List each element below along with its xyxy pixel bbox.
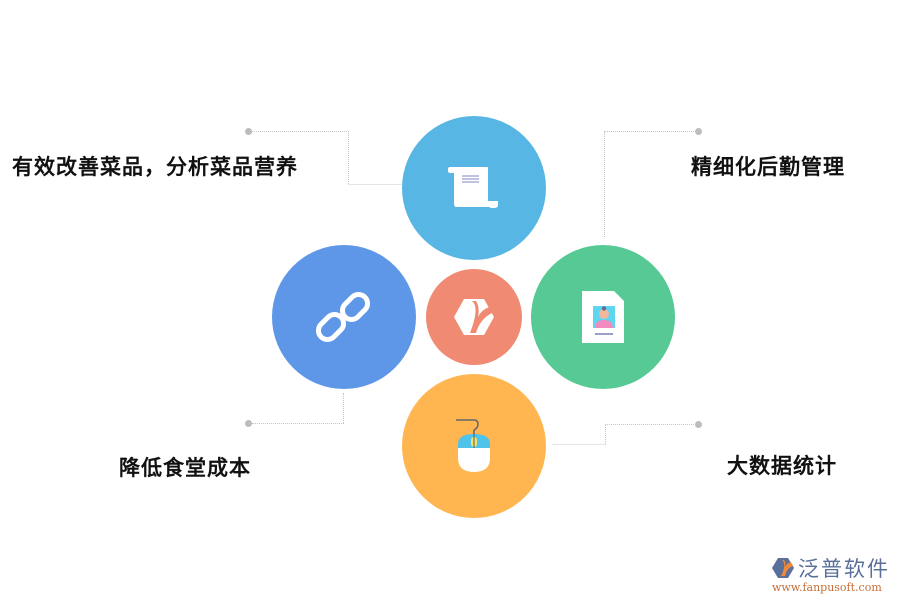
- id-card-document-icon: [582, 291, 624, 343]
- scroll-document-icon: [448, 167, 498, 208]
- watermark-logo: 泛普软件 www.fanpusoft.com: [772, 553, 890, 594]
- connector-dot: [245, 420, 252, 427]
- connector-line: [348, 131, 349, 184]
- node-left-label: 降低食堂成本: [119, 456, 251, 480]
- node-left-circle: [272, 245, 416, 389]
- computer-mouse-icon: [456, 419, 490, 472]
- connector-dot: [245, 128, 252, 135]
- watermark-url: www.fanpusoft.com: [772, 581, 882, 594]
- node-bottom-circle: [402, 374, 546, 518]
- node-top-label: 有效改善菜品，分析菜品营养: [12, 155, 298, 179]
- connector-line: [605, 424, 606, 444]
- node-bottom-label: 大数据统计: [727, 454, 837, 478]
- connector-dot: [695, 421, 702, 428]
- connector-line: [604, 131, 605, 237]
- brand-logo-icon: [772, 558, 794, 578]
- connector-dot: [695, 128, 702, 135]
- node-top-circle: [402, 116, 546, 260]
- connector-line: [343, 393, 344, 423]
- hexagon-logo-icon: [454, 299, 494, 335]
- connector-line: [252, 131, 349, 132]
- center-circle: [426, 269, 522, 365]
- connector-line: [252, 423, 344, 424]
- connector-line: [605, 424, 696, 425]
- connector-line: [348, 184, 402, 185]
- chain-link-icon: [316, 291, 371, 343]
- watermark-brand: 泛普软件: [798, 557, 890, 581]
- node-right-circle: [531, 245, 675, 389]
- connector-line: [604, 131, 696, 132]
- node-right-label: 精细化后勤管理: [691, 155, 845, 179]
- connector-line: [552, 444, 606, 445]
